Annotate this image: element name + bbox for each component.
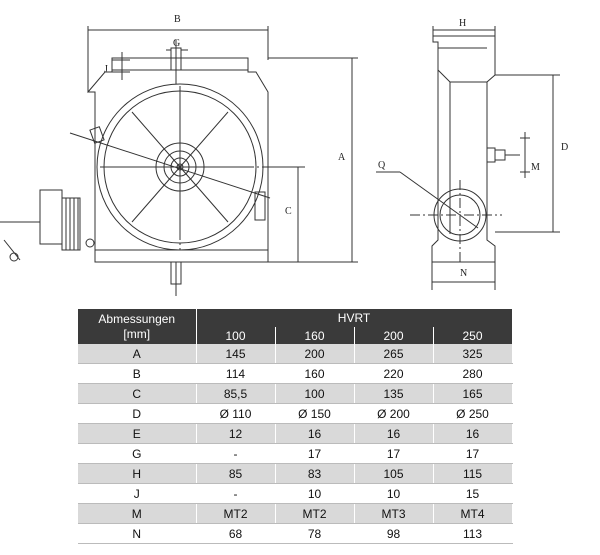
row-label: B bbox=[78, 363, 197, 384]
table-cell: - bbox=[196, 483, 276, 504]
table-cell: 113 bbox=[433, 523, 513, 544]
table-cell: 165 bbox=[433, 383, 513, 404]
table-cell: MT3 bbox=[354, 503, 434, 524]
table-cell: MT2 bbox=[275, 503, 355, 524]
table-cell: 115 bbox=[433, 463, 513, 484]
dim-label-a: A bbox=[338, 152, 346, 163]
table-cell: Ø 150 bbox=[275, 403, 355, 424]
table-cell: 78 bbox=[275, 523, 355, 544]
row-label: A bbox=[78, 344, 197, 364]
dim-label-h: H bbox=[459, 18, 466, 29]
table-cell: 17 bbox=[275, 443, 355, 464]
table-cell: - bbox=[196, 443, 276, 464]
dim-label-d: D bbox=[561, 142, 568, 153]
table-cell: 16 bbox=[433, 423, 513, 444]
row-label: J bbox=[78, 483, 197, 504]
table-cell: 83 bbox=[275, 463, 355, 484]
header-label: Abmessungen [mm] bbox=[78, 309, 197, 344]
row-label: E bbox=[78, 423, 197, 444]
header-title: Abmessungen bbox=[98, 311, 176, 326]
table-cell: 16 bbox=[275, 423, 355, 444]
table-row: B 114 160 220 280 bbox=[78, 363, 513, 384]
table-cell: Ø 250 bbox=[433, 403, 513, 424]
table-cell: 12 bbox=[196, 423, 276, 444]
table-cell: 200 bbox=[275, 344, 355, 364]
table-cell: 85,5 bbox=[196, 383, 276, 404]
table-cell: 220 bbox=[354, 363, 434, 384]
dim-label-q: Q bbox=[378, 160, 386, 171]
table-cell: 145 bbox=[196, 344, 276, 364]
table-cell: 16 bbox=[354, 423, 434, 444]
column-header: 100 bbox=[196, 327, 276, 344]
column-header: 200 bbox=[354, 327, 434, 344]
column-header: 160 bbox=[275, 327, 355, 344]
dim-label-c: C bbox=[285, 206, 292, 217]
table-row: N 68 78 98 113 bbox=[78, 523, 513, 544]
dimensions-table: Abmessungen [mm] HVRT 100 160 200 250 A … bbox=[78, 309, 513, 544]
table-cell: 98 bbox=[354, 523, 434, 544]
row-label: H bbox=[78, 463, 197, 484]
table-row: A 145 200 265 325 bbox=[78, 344, 513, 364]
table-cell: 68 bbox=[196, 523, 276, 544]
column-header: 250 bbox=[433, 327, 513, 344]
table-cell: MT4 bbox=[433, 503, 513, 524]
dim-label-n: N bbox=[460, 268, 467, 279]
table-row: J - 10 10 15 bbox=[78, 483, 513, 504]
dim-label-b: B bbox=[174, 14, 181, 25]
table-cell: MT2 bbox=[196, 503, 276, 524]
table-cell: 105 bbox=[354, 463, 434, 484]
table-cell: Ø 110 bbox=[196, 403, 276, 424]
header-unit: [mm] bbox=[123, 326, 151, 341]
table-row: D Ø 110 Ø 150 Ø 200 Ø 250 bbox=[78, 403, 513, 424]
table-cell: 10 bbox=[354, 483, 434, 504]
table-cell: 135 bbox=[354, 383, 434, 404]
row-label: G bbox=[78, 443, 197, 464]
row-label: M bbox=[78, 503, 197, 524]
table-row: M MT2 MT2 MT3 MT4 bbox=[78, 503, 513, 524]
table-cell: 10 bbox=[275, 483, 355, 504]
table-row: H 85 83 105 115 bbox=[78, 463, 513, 484]
table-cell: 100 bbox=[275, 383, 355, 404]
table-cell: 160 bbox=[275, 363, 355, 384]
group-header: HVRT bbox=[196, 309, 513, 327]
dim-label-g: G bbox=[173, 38, 180, 49]
table-cell: Ø 200 bbox=[354, 403, 434, 424]
table-cell: 280 bbox=[433, 363, 513, 384]
table-cell: 265 bbox=[354, 344, 434, 364]
table-row: C 85,5 100 135 165 bbox=[78, 383, 513, 404]
row-label: D bbox=[78, 403, 197, 424]
table-row: E 12 16 16 16 bbox=[78, 423, 513, 444]
table-row: G - 17 17 17 bbox=[78, 443, 513, 464]
row-label: C bbox=[78, 383, 197, 404]
front-view bbox=[0, 26, 358, 296]
technical-drawing: B G J A C H D M Q N bbox=[0, 14, 568, 296]
dim-label-j: J bbox=[104, 64, 108, 75]
table-cell: 17 bbox=[433, 443, 513, 464]
row-label: N bbox=[78, 523, 197, 544]
side-view bbox=[376, 26, 560, 290]
table-cell: 325 bbox=[433, 344, 513, 364]
table-cell: 114 bbox=[196, 363, 276, 384]
dim-label-m: M bbox=[531, 162, 540, 173]
table-cell: 85 bbox=[196, 463, 276, 484]
table-cell: 15 bbox=[433, 483, 513, 504]
table-cell: 17 bbox=[354, 443, 434, 464]
